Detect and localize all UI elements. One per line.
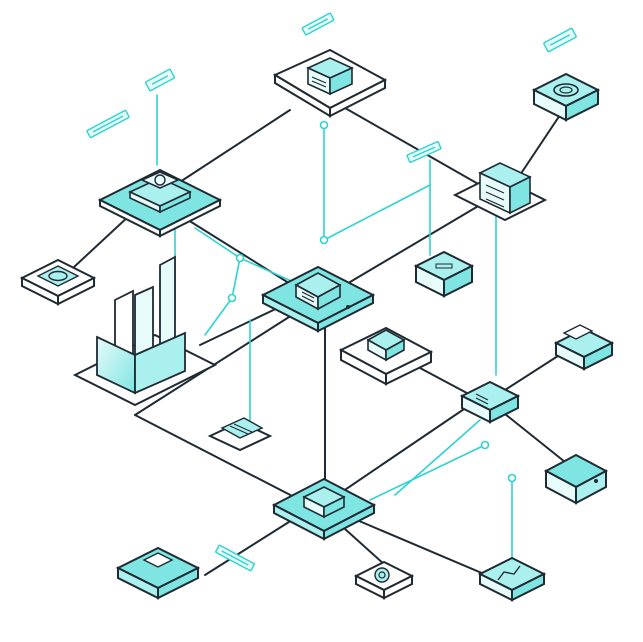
- link: [134, 414, 301, 501]
- hub-icon: [302, 486, 346, 519]
- tag-center: [406, 141, 442, 163]
- box-icon: [435, 263, 453, 269]
- link: [344, 107, 481, 186]
- cyan-link: [394, 419, 481, 496]
- tag-top: [301, 12, 335, 36]
- hub-icon: [294, 272, 342, 311]
- link: [134, 309, 301, 416]
- memory-device-icon: [220, 417, 264, 439]
- cyan-link: [369, 444, 486, 501]
- tag-left-2: [86, 109, 130, 139]
- hub-bottom[interactable]: [271, 477, 377, 541]
- device-mid[interactable]: [207, 417, 273, 452]
- cyan-link: [323, 159, 431, 241]
- laptop-right[interactable]: [553, 324, 615, 371]
- floating-tags: [86, 12, 577, 572]
- tag-left-1: [144, 68, 176, 92]
- connection-dot: [235, 253, 245, 263]
- cpu-switch[interactable]: [338, 326, 434, 386]
- link: [499, 409, 576, 471]
- switch-icon: [475, 393, 489, 405]
- tag-bottom: [215, 544, 255, 572]
- chip-router-icon: [553, 83, 579, 97]
- tower-folder-icon: [96, 255, 186, 395]
- building-icon: [478, 162, 532, 215]
- hub-center[interactable]: [260, 265, 376, 333]
- connection-dot: [507, 473, 517, 483]
- connection-dot: [319, 235, 329, 245]
- link: [204, 514, 301, 576]
- tag-top-right: [543, 27, 577, 53]
- switch-right[interactable]: [459, 380, 521, 424]
- box-right[interactable]: [413, 250, 475, 298]
- gear-device-icon: [374, 567, 390, 583]
- link: [344, 204, 481, 286]
- router-top[interactable]: [272, 48, 388, 118]
- server-stack-icon: [128, 171, 192, 214]
- cyan-links: [156, 94, 513, 561]
- connection-dot: [319, 120, 329, 130]
- connection-dots: [227, 120, 517, 483]
- module-left[interactable]: [19, 258, 97, 306]
- printer-icon: [142, 552, 174, 568]
- server-stack-left[interactable]: [97, 168, 223, 238]
- chart-device[interactable]: [477, 556, 547, 602]
- laptop-icon: [562, 324, 594, 340]
- link: [329, 404, 471, 501]
- display-icon: [594, 479, 598, 483]
- gear-device[interactable]: [353, 560, 415, 600]
- chip-router-right[interactable]: [531, 72, 601, 122]
- router-icon: [306, 57, 354, 96]
- connection-dot: [480, 440, 490, 450]
- cyan-link: [194, 227, 241, 336]
- cpu-switch-icon: [366, 329, 406, 362]
- printer-left[interactable]: [115, 546, 201, 600]
- building-right[interactable]: [452, 162, 548, 222]
- link: [179, 214, 301, 291]
- tower-folder[interactable]: [72, 255, 218, 407]
- chart-device-icon: [497, 565, 521, 581]
- module-icon: [36, 265, 80, 287]
- display-right[interactable]: [543, 453, 609, 505]
- connection-dot: [227, 293, 237, 303]
